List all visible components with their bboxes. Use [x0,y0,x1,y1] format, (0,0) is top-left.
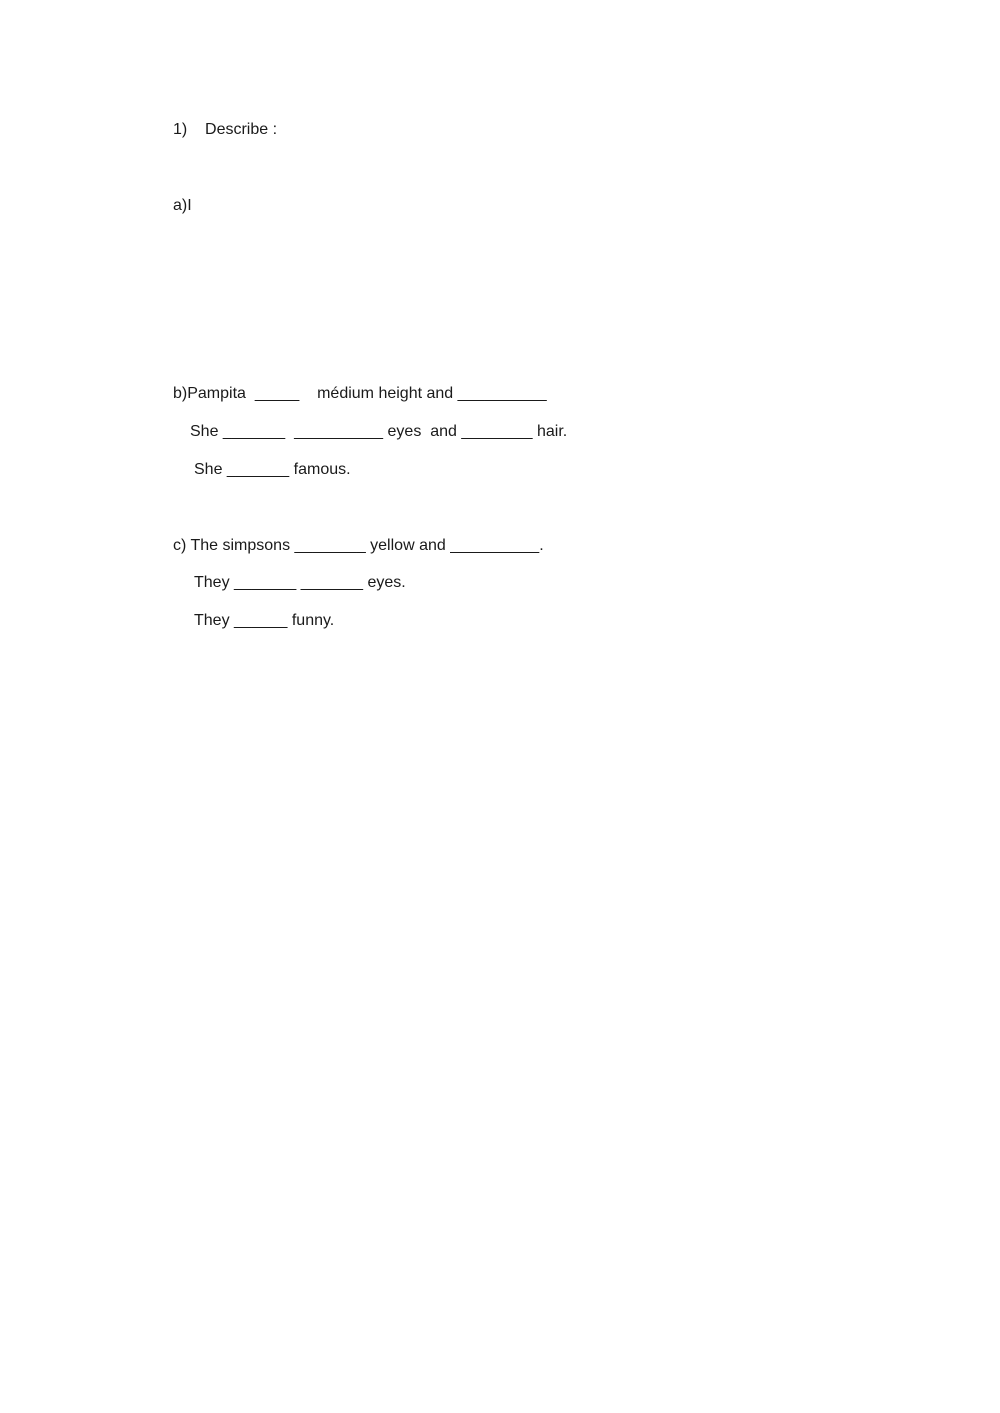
section-c-line-3: They ______ funny. [194,612,335,629]
section-a-label: a)I [173,197,192,214]
section-c-line-2: They _______ _______ eyes. [194,574,406,591]
section-b-line-2: She _______ __________ eyes and ________… [190,423,568,440]
section-b-line-1: b)Pampita _____ médium height and ______… [173,385,547,402]
exercise-heading: 1) Describe : [173,121,278,138]
section-c-line-1: c) The simpsons ________ yellow and ____… [173,537,544,554]
section-b-line-3: She _______ famous. [194,461,351,478]
